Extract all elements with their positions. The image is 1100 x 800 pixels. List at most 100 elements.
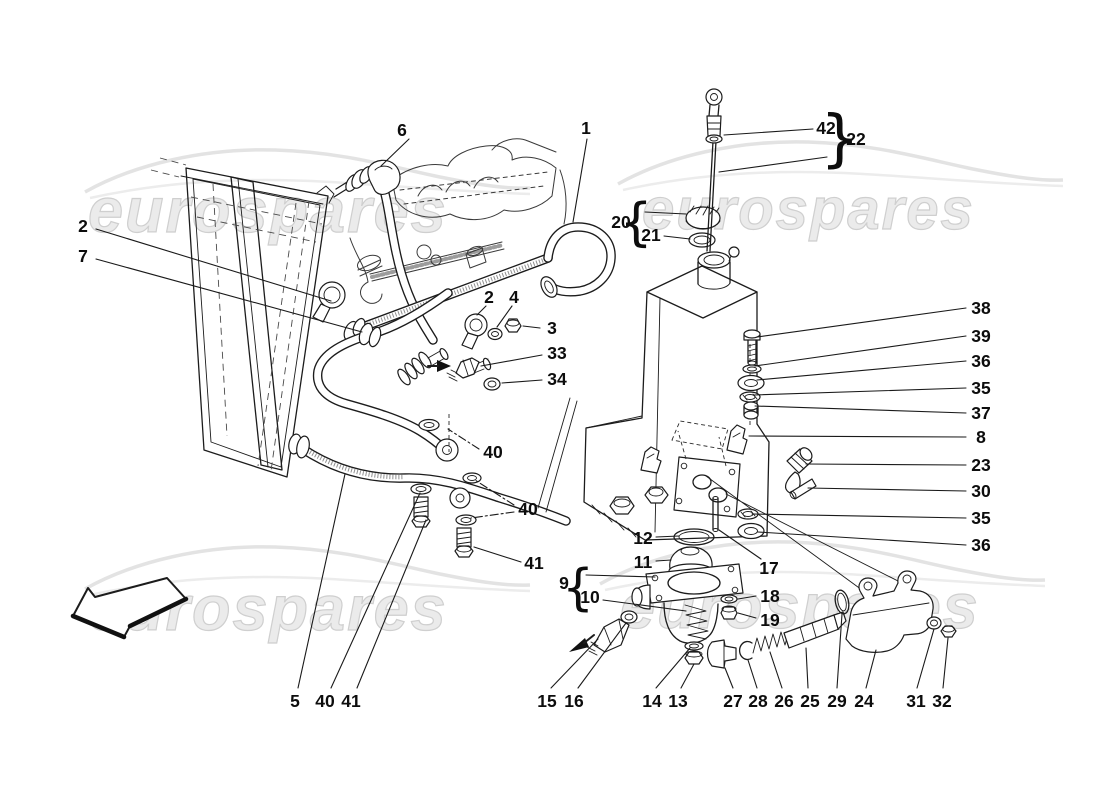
callout-label-1: 1: [581, 118, 591, 138]
callout-label-33: 33: [547, 343, 567, 363]
leader-line: [916, 628, 935, 689]
callout-label-25: 25: [800, 691, 820, 711]
leader-line: [655, 559, 672, 562]
callout-label-39: 39: [971, 326, 991, 346]
callout-label-41: 41: [524, 553, 544, 573]
bracket-glyph: }: [820, 102, 859, 175]
leader-line: [473, 546, 522, 563]
washer-4: [487, 327, 503, 341]
leader-line: [550, 638, 599, 689]
leader-line: [585, 574, 656, 578]
leader-line: [865, 649, 877, 689]
direction-arrows: [70, 360, 595, 652]
callout-label-26: 26: [774, 691, 794, 711]
leader-line: [718, 529, 762, 560]
callout-label-18: 18: [760, 586, 780, 606]
leader-line: [476, 305, 487, 316]
callout-label-21: 21: [641, 225, 661, 245]
callout-label-4: 4: [509, 287, 519, 307]
leader-line: [737, 595, 757, 600]
leader-line: [724, 667, 734, 689]
leader-line: [447, 428, 480, 450]
clamp-left: [312, 281, 346, 323]
leader-line: [356, 519, 427, 689]
leader-line: [474, 479, 515, 506]
banjo-fittings: [410, 397, 578, 558]
leader-line: [496, 305, 513, 328]
callout-label-20: 20: [611, 212, 631, 232]
leader-line: [737, 612, 757, 619]
callout-label-2: 2: [78, 216, 88, 236]
leader-line: [754, 405, 967, 414]
callout-label-19: 19: [760, 610, 780, 630]
leader-line: [297, 473, 346, 689]
callout-label-41: 41: [341, 691, 361, 711]
callout-label-40: 40: [315, 691, 335, 711]
callout-label-23: 23: [971, 455, 991, 475]
callout-label-22: 22: [846, 129, 866, 149]
callout-label-2: 2: [484, 287, 494, 307]
leader-line: [807, 487, 967, 492]
callout-label-9: 9: [559, 573, 569, 593]
callout-label-16: 16: [564, 691, 584, 711]
leader-line: [470, 511, 515, 519]
callout-label-3: 3: [547, 318, 557, 338]
callout-label-38: 38: [971, 298, 991, 318]
leader-line: [572, 138, 588, 223]
leader-line: [805, 647, 809, 689]
callout-label-35: 35: [971, 508, 991, 528]
leader-line: [95, 258, 363, 333]
leader-line: [602, 599, 687, 612]
elbow-fitting: [333, 159, 401, 198]
leader-line: [644, 211, 687, 215]
callout-label-7: 7: [78, 246, 88, 266]
callout-label-5: 5: [290, 691, 300, 711]
leader-line: [522, 325, 541, 329]
callout-label-32: 32: [932, 691, 952, 711]
callout-label-30: 30: [971, 481, 991, 501]
leader-line: [501, 379, 543, 384]
leader-line: [756, 307, 967, 338]
callout-label-15: 15: [537, 691, 557, 711]
callout-label-36: 36: [971, 351, 991, 371]
leader-line: [805, 463, 967, 466]
radiator: [150, 157, 335, 478]
oil-hoses: [288, 175, 616, 526]
stud-pin: [712, 496, 719, 532]
leader-line: [680, 663, 695, 689]
thermostat-valve-assembly: [586, 528, 957, 669]
callout-label-27: 27: [723, 691, 742, 711]
callout-label-40: 40: [518, 499, 538, 519]
leader-line: [655, 535, 680, 538]
callout-label-42: 42: [816, 118, 836, 138]
filler-cap-dipstick: [685, 88, 740, 262]
engine: [349, 138, 567, 304]
callout-label-29: 29: [827, 691, 847, 711]
callout-label-36: 36: [971, 535, 991, 555]
callout-label-8: 8: [976, 427, 986, 447]
leader-line: [95, 228, 332, 302]
bolt-washer-stack: [737, 329, 765, 540]
callout-label-13: 13: [668, 691, 688, 711]
leader-line: [748, 435, 967, 438]
bracket-glyph: {: [562, 559, 594, 617]
leader-line: [753, 387, 967, 396]
callout-label-12: 12: [633, 528, 653, 548]
leader-line: [723, 128, 814, 136]
callout-label-31: 31: [906, 691, 926, 711]
leader-line: [751, 513, 967, 519]
leader-line: [663, 235, 691, 240]
leader-line: [836, 613, 843, 689]
callout-label-14: 14: [642, 691, 662, 711]
callout-label-35: 35: [971, 378, 991, 398]
leader-line: [747, 659, 758, 689]
leader-line: [330, 492, 421, 689]
hose-end-sleeve: [397, 347, 449, 386]
leader-line: [480, 354, 543, 367]
leader-line: [942, 637, 949, 689]
clamp-mid: [461, 313, 488, 350]
bracket-glyph: {: [619, 193, 652, 253]
